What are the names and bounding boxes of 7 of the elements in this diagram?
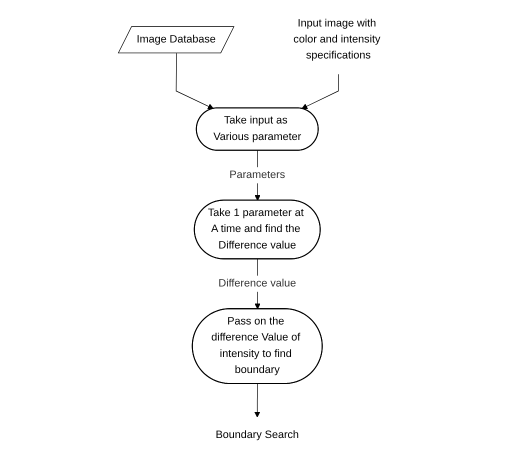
arrow (176, 52, 214, 110)
node-text: Input image with color and intensity specifications (294, 18, 381, 62)
edge-label: Difference value (218, 278, 296, 290)
node-text: Boundary Search (216, 429, 300, 441)
edge-label: Parameters (230, 169, 286, 181)
arrow (254, 384, 260, 418)
arrow (302, 74, 339, 110)
